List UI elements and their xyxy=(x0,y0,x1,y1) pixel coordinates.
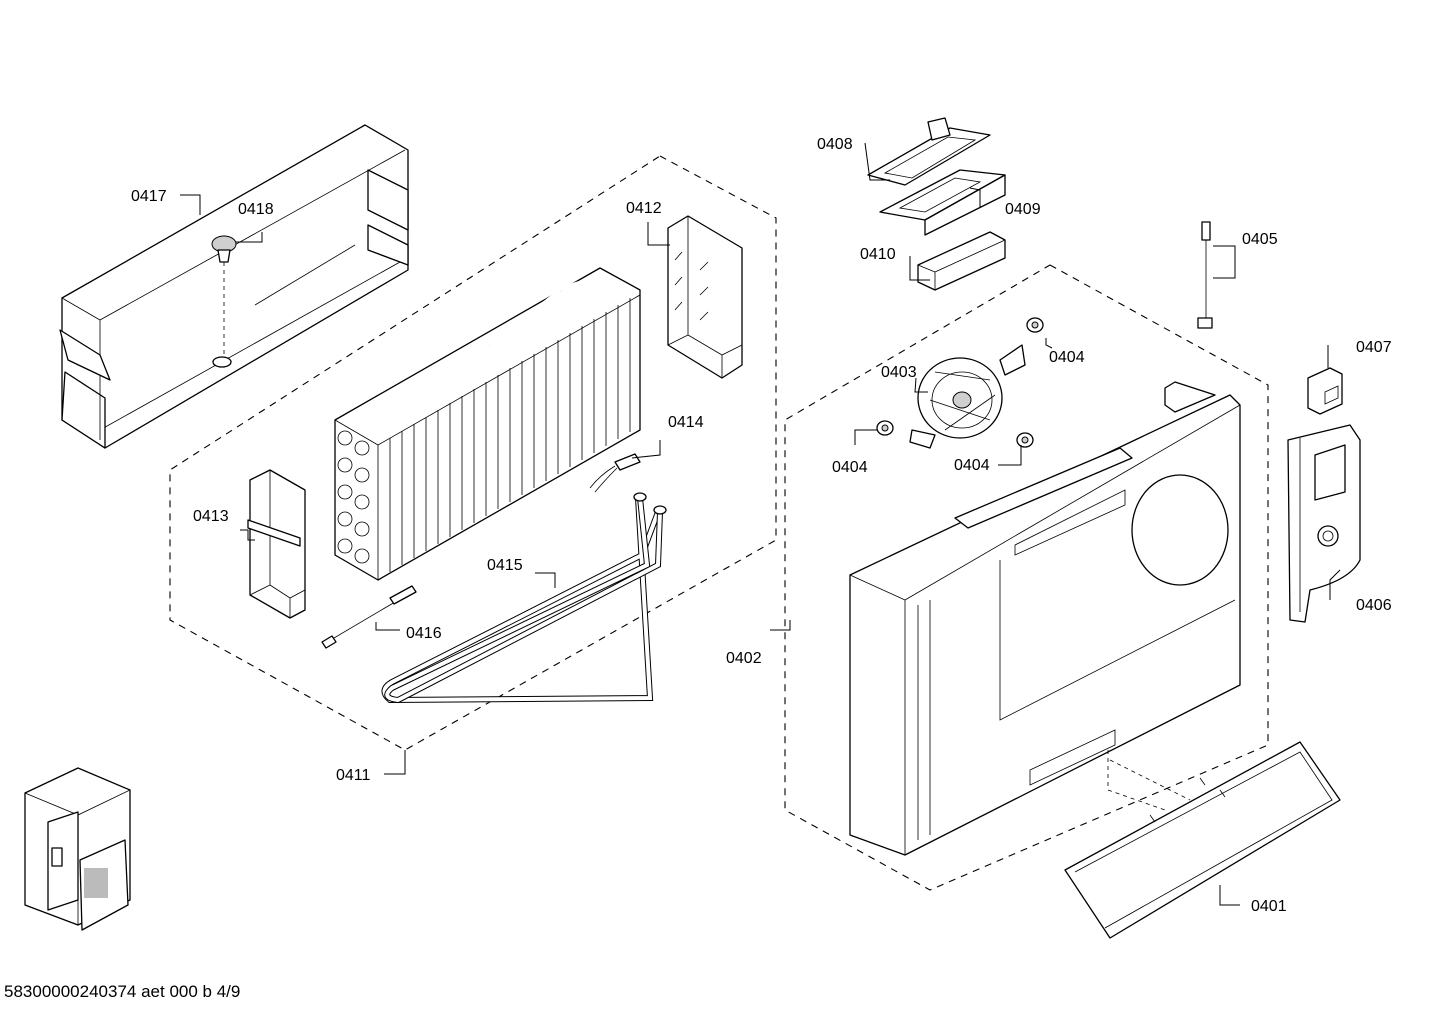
grommet-part-0404-c xyxy=(1016,432,1034,448)
appliance-thumbnail xyxy=(24,767,131,931)
label-0411: 0411 xyxy=(336,767,371,784)
label-0404-left: 0404 xyxy=(832,459,868,476)
connector-part-0407 xyxy=(1307,367,1343,415)
label-0404-right: 0404 xyxy=(954,457,990,474)
probe-part-0405 xyxy=(1197,221,1213,329)
duct-cover-part-0401 xyxy=(1064,741,1341,939)
label-0407: 0407 xyxy=(1356,339,1392,356)
assembly-outline-0411 xyxy=(169,155,777,751)
label-0403: 0403 xyxy=(881,364,917,381)
clip-part-0418 xyxy=(211,235,237,356)
label-0417: 0417 xyxy=(131,188,167,205)
label-0406: 0406 xyxy=(1356,597,1392,614)
label-0405: 0405 xyxy=(1242,231,1278,248)
label-0410: 0410 xyxy=(860,246,896,263)
sensor-cable-part-0416 xyxy=(321,585,417,649)
label-0418: 0418 xyxy=(238,201,274,218)
label-0408: 0408 xyxy=(817,136,853,153)
frame-part-0409 xyxy=(879,169,1006,236)
grommet-part-0404-b xyxy=(876,420,894,436)
fan-part-0403 xyxy=(909,344,1026,449)
label-0412: 0412 xyxy=(626,200,662,217)
end-cap-part-0413 xyxy=(247,469,306,619)
back-panel-part-0417 xyxy=(59,124,409,449)
evaporator-part-0411 xyxy=(334,254,641,581)
assembly-outline-0402 xyxy=(784,264,1269,891)
cover-part-0408 xyxy=(867,117,991,186)
leader-lines xyxy=(180,142,1341,906)
grommet-part-0404-a xyxy=(1026,317,1044,333)
label-0401: 0401 xyxy=(1251,898,1287,915)
sensor-part-0414 xyxy=(589,453,641,493)
label-0413: 0413 xyxy=(193,508,229,525)
end-cap-part-0412 xyxy=(667,215,743,379)
label-0416: 0416 xyxy=(406,625,442,642)
label-0415: 0415 xyxy=(487,557,523,574)
damper-part-0410 xyxy=(917,231,1006,291)
label-0404-top: 0404 xyxy=(1049,349,1085,366)
label-0409: 0409 xyxy=(1005,201,1041,218)
label-0414: 0414 xyxy=(668,414,704,431)
bracket-part-0406 xyxy=(1287,424,1361,623)
label-0402: 0402 xyxy=(726,650,762,667)
footer-drawing-number: 58300000240374 aet 000 b 4/9 xyxy=(4,982,240,1001)
heater-part-0415 xyxy=(381,492,667,704)
fan-housing-part-0402 xyxy=(849,381,1241,856)
